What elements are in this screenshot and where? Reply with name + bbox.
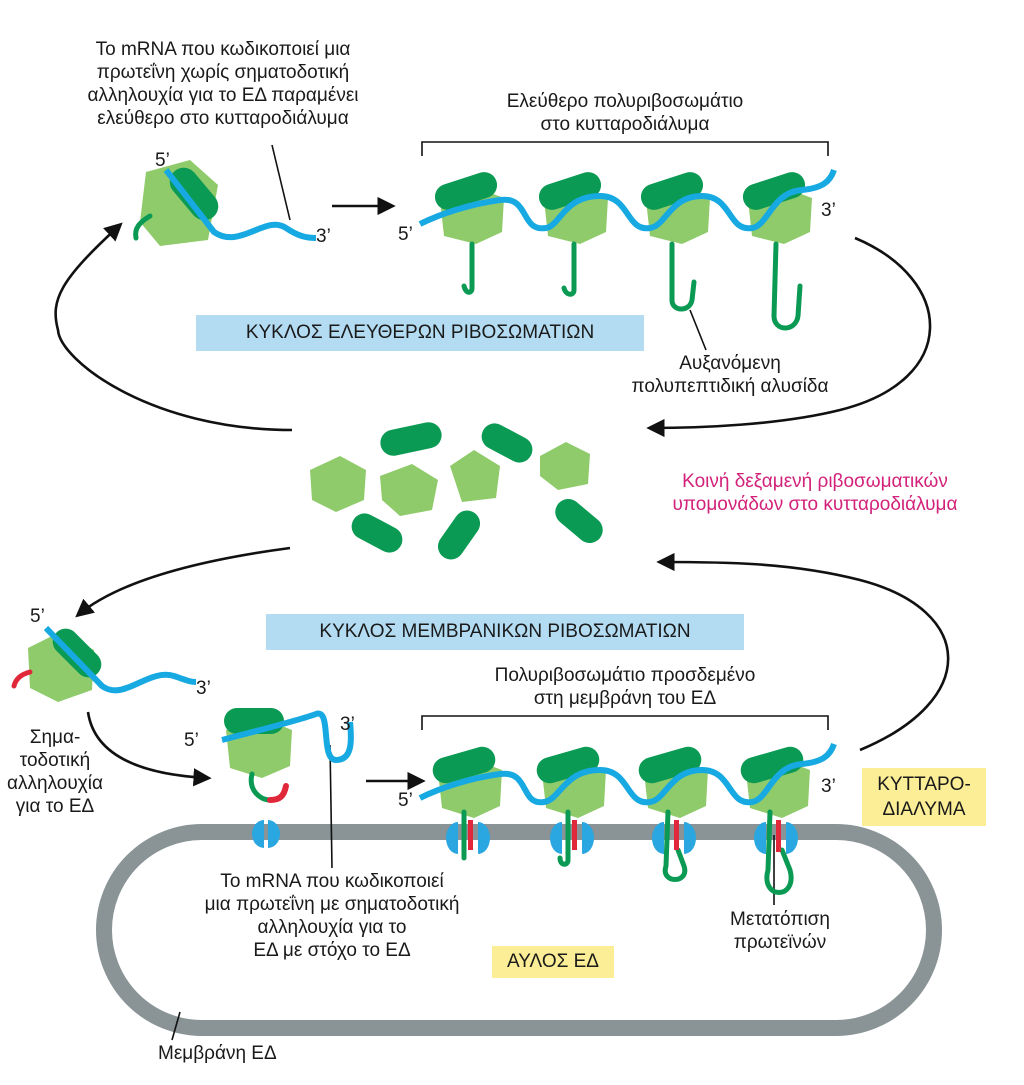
signal-sequence-label: Σημα- τοδοτική αλληλουχία για το ΕΔ [7, 727, 103, 817]
large-subunit [380, 422, 442, 456]
free-polyribosome-label: Ελεύθερο πολυριβοσωμάτιο στο κυτταροδιάλ… [506, 91, 744, 135]
arrow-pool-to-membrane-ribosome [75, 546, 291, 618]
free-ribosome-cycle-title: ΚΥΚΛΟΣ ΕΛΕΥΘΕΡΩΝ ΡΙΒΟΣΩΜΑΤΙΩΝ [245, 322, 595, 343]
large-subunit [538, 172, 602, 210]
arrow-to-membrane-binding [86, 711, 212, 787]
mrna-strand [418, 742, 837, 806]
subunit-pool-label: Κοινή δεξαμενή ριβοσωματικών υπομονάδων … [672, 471, 958, 515]
ribosome-2 [538, 172, 608, 297]
ribosome-1 [434, 172, 504, 295]
signal-peptide [572, 820, 577, 850]
growing-chain-leader [689, 309, 707, 351]
bound-polyribosome-bracket [421, 715, 829, 730]
nascent-peptide [662, 809, 688, 882]
large-subunit [437, 510, 481, 560]
translocon [550, 822, 594, 854]
five-prime-label: 5’ [30, 606, 45, 627]
er-membrane-label: Μεμβράνη ΕΔ [158, 1043, 277, 1064]
large-subunit [52, 628, 102, 678]
large-subunit [434, 172, 498, 210]
membrane-ribosome-cycle-title: ΚΥΚΛΟΣ ΜΕΜΒΡΑΝΙΚΩΝ ΡΙΒΟΣΩΜΑΤΙΩΝ [319, 621, 691, 642]
translocon [754, 822, 798, 854]
translocon [652, 822, 696, 854]
free-ribosome [133, 160, 317, 246]
free-polyribosome [418, 168, 837, 331]
mrna-strand [221, 710, 354, 764]
er-lumen-label: ΑΥΛΟΣ ΕΔ [507, 951, 599, 972]
three-prime-label: 3’ [196, 678, 211, 699]
translocon [252, 820, 280, 848]
large-subunit [638, 746, 702, 784]
nascent-peptide [764, 809, 794, 895]
large-subunit [555, 499, 603, 543]
free-ribosome-cycle-box: ΚΥΚΛΟΣ ΕΛΕΥΘΕΡΩΝ ΡΙΒΟΣΩΜΑΤΙΩΝ [196, 315, 644, 351]
large-subunit [351, 513, 403, 553]
arrow-to-free-ribosome [54, 222, 293, 432]
signal-peptide [674, 820, 679, 850]
er-lumen-box: ΑΥΛΟΣ ΕΔ [492, 946, 614, 978]
arrow-bound-polyribosome-to-pool [656, 552, 950, 752]
ribosome-4 [742, 172, 812, 331]
bound-ribosome-1 [432, 746, 502, 861]
signal-peptide [267, 783, 289, 803]
three-prime-label: 3’ [821, 776, 836, 797]
large-subunit [740, 746, 804, 784]
er-mrna-leader [329, 744, 333, 869]
er-mrna-label: Το mRNA που κωδικοποιεί μια πρωτεΐνη με … [204, 871, 460, 961]
er-membrane-leader [171, 1011, 181, 1041]
five-prime-label: 5’ [184, 730, 199, 751]
mrna-strand [418, 168, 837, 232]
small-subunit [380, 464, 438, 516]
bound-ribosome-3 [638, 746, 708, 882]
signal-peptide [11, 669, 33, 689]
translocon [446, 822, 490, 854]
cytosol-label-line: ΚΥΤΤΑΡΟ- [877, 774, 971, 795]
three-prime-label: 3’ [316, 226, 331, 247]
large-subunit [536, 746, 600, 784]
nascent-peptide [133, 213, 153, 241]
mrna-strand [163, 168, 317, 241]
small-subunit [450, 450, 500, 502]
five-prime-label: 5’ [398, 790, 413, 811]
large-subunit [432, 746, 496, 784]
nascent-peptide [461, 241, 475, 295]
small-subunit [540, 442, 590, 490]
arrow-free-polyribosome-to-pool [646, 236, 932, 438]
signal-ribosome [11, 625, 197, 702]
bound-ribosome-4 [740, 746, 810, 895]
nascent-peptide [557, 809, 571, 867]
signal-peptide [468, 820, 473, 850]
nascent-peptide [561, 241, 577, 297]
small-subunit [310, 456, 366, 512]
signal-peptide [776, 820, 781, 852]
binding-ribosome [221, 708, 354, 848]
five-prime-label: 5’ [155, 150, 170, 171]
free-polyribosome-bracket [421, 141, 829, 156]
large-subunit [169, 167, 219, 221]
membrane-ribosome-cycle-box: ΚΥΚΛΟΣ ΜΕΜΒΡΑΝΙΚΩΝ ΡΙΒΟΣΩΜΑΤΙΩΝ [266, 614, 744, 650]
three-prime-label: 3’ [340, 714, 355, 735]
five-prime-label: 5’ [398, 224, 413, 245]
bound-polyribosome [418, 742, 837, 895]
nascent-peptide [669, 241, 697, 312]
translocation-label: Μετατόπιση πρωτεϊνών [730, 909, 830, 953]
large-subunit [481, 423, 533, 463]
large-subunit [742, 172, 806, 210]
subunit-pool [310, 422, 603, 560]
three-prime-label: 3’ [821, 200, 836, 221]
nascent-peptide [248, 771, 273, 803]
free-mrna-leader [271, 144, 291, 221]
er-membrane [96, 824, 942, 1036]
free-mrna-label: Το mRNA που κωδικοποιεί μια πρωτεΐνη χωρ… [87, 39, 359, 129]
mrna-strand [43, 625, 197, 694]
nascent-peptide [771, 241, 803, 331]
large-subunit [640, 172, 704, 210]
bound-polyribosome-label: Πολυριβοσωμάτιο προσδεμένο στη μεμβράνη … [494, 665, 756, 709]
ribosome-3 [640, 172, 710, 312]
cytosol-label-line: ΔΙΑΛΥΜΑ [882, 799, 966, 820]
cytosol-box: ΚΥΤΤΑΡΟ- ΔΙΑΛΥΜΑ [862, 768, 986, 826]
growing-chain-label: Αυξανόμενη πολυπεπτιδική αλυσίδα [631, 353, 829, 397]
